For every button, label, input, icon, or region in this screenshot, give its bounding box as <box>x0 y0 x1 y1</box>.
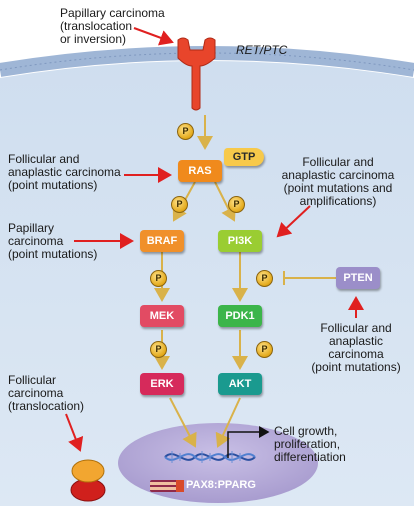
node-pten: PTEN <box>336 267 380 289</box>
node-braf: BRAF <box>140 230 184 252</box>
label-cell-outcome: Cell growth, proliferation, differentiat… <box>274 424 346 464</box>
cytoplasm <box>0 61 414 506</box>
phosphate-braf: P <box>171 196 188 213</box>
label-ret-ptc: RET/PTC <box>236 43 288 57</box>
node-mek: MEK <box>140 305 184 327</box>
label-papillary-braf: Papillary carcinoma (point mutations) <box>8 221 98 261</box>
node-ras: RAS <box>178 160 222 182</box>
phosphate-mek: P <box>150 270 167 287</box>
label-follicular-anaplastic-pten: Follicular and anaplastic carcinoma (poi… <box>311 321 401 374</box>
phosphate-pi3k: P <box>228 196 245 213</box>
node-pax8-pparg: PAX8:PPARG <box>186 479 256 491</box>
node-akt: AKT <box>218 373 262 395</box>
label-papillary-translocation: Papillary carcinoma (translocation or in… <box>60 6 165 46</box>
phosphate-pdk1: P <box>256 270 273 287</box>
ret-ptc-receptor <box>177 37 216 111</box>
label-follicular-translocation: Follicular carcinoma (translocation) <box>8 373 85 413</box>
outcome-arrow <box>227 426 270 458</box>
pax8-pparg-fusion-protein <box>70 459 106 502</box>
pax8-pparg-fusion-dna <box>150 480 184 492</box>
membrane-texture <box>0 52 414 71</box>
node-erk: ERK <box>140 373 184 395</box>
phosphate-akt: P <box>256 341 273 358</box>
phosphate-ras: P <box>177 123 194 140</box>
node-pi3k: PI3K <box>218 230 262 252</box>
mutation-arrows <box>65 27 364 452</box>
label-follicular-anaplastic-pi3k: Follicular and anaplastic carcinoma (poi… <box>281 155 395 208</box>
pten-inhibition <box>283 271 336 285</box>
label-follicular-anaplastic-ras: Follicular and anaplastic carcinoma (poi… <box>8 152 121 192</box>
node-gtp: GTP <box>224 148 264 166</box>
dna-helix <box>164 451 256 463</box>
node-pdk1: PDK1 <box>218 305 262 327</box>
phosphate-erk: P <box>150 341 167 358</box>
